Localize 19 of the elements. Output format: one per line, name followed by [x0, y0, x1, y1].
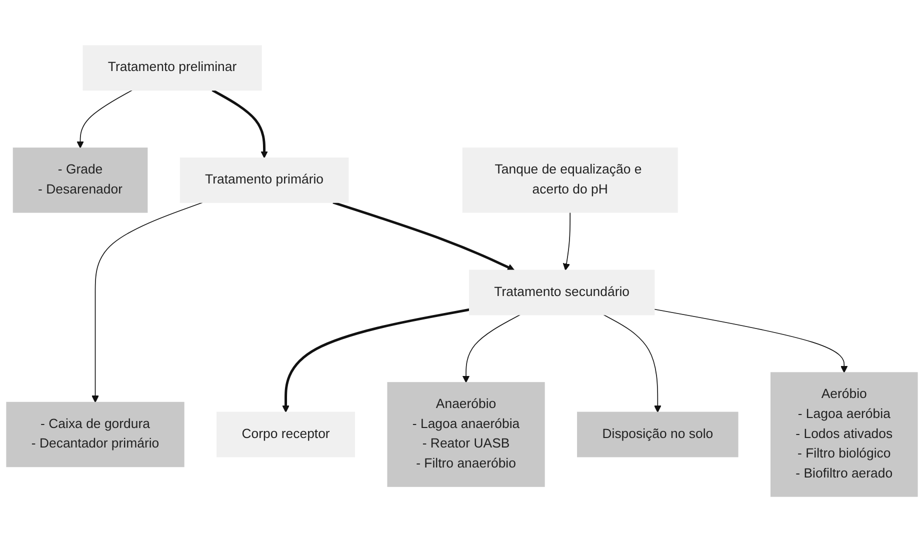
node-box: Tratamento secundário: [468, 270, 655, 316]
arrow: [603, 314, 662, 414]
arrow: [76, 90, 133, 149]
node-box: Anaeróbio - Lagoa anaeróbia - Reator UASB - Filtro anaeróbio: [387, 382, 545, 488]
arrow: [212, 90, 268, 159]
node-box: Corpo receptor: [216, 412, 356, 458]
arrow: [92, 202, 204, 404]
arrow: [654, 309, 848, 374]
arrow: [562, 212, 571, 271]
node-box: Aeróbio - Lagoa aeróbia - Lodos ativados - Filtro biológico - Biofiltro aerado: [770, 372, 918, 498]
node-box: Tanque de equalização e acerto do pH: [462, 148, 678, 214]
node-box: Disposição no solo: [577, 412, 738, 458]
node-box: Tratamento preliminar: [82, 46, 262, 92]
arrow: [462, 314, 521, 384]
arrow: [332, 202, 515, 272]
arrow: [282, 308, 470, 414]
node-box: Tratamento primário: [180, 158, 349, 204]
node-box: - Caixa de gordura - Decantador primário: [6, 402, 184, 468]
node-box: - Grade - Desarenador: [12, 148, 148, 214]
